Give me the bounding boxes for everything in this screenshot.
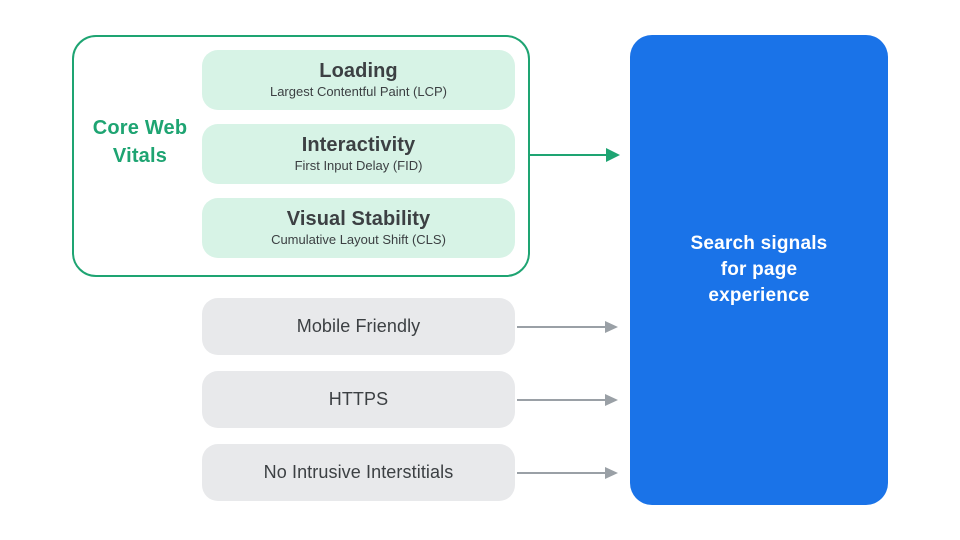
https-arrow-line [517, 399, 606, 401]
vital-loading-subtitle: Largest Contentful Paint (LCP) [269, 84, 448, 99]
no-intrusive-interstitials-arrow-head-icon [605, 467, 618, 479]
mobile-friendly-arrow-head-icon [605, 321, 618, 333]
core-web-vitals-arrow-line [530, 154, 608, 156]
vital-visual-stability-pill: Visual Stability Cumulative Layout Shift… [202, 198, 515, 258]
signal-https-label: HTTPS [328, 389, 389, 409]
vital-visual-stability-subtitle: Cumulative Layout Shift (CLS) [271, 232, 446, 247]
search-signals-result-box: Search signals for page experience [630, 35, 888, 505]
signal-mobile-friendly-pill: Mobile Friendly [202, 298, 515, 355]
vital-visual-stability-title: Visual Stability [286, 208, 431, 230]
vital-interactivity-title: Interactivity [301, 134, 416, 156]
signal-mobile-friendly-label: Mobile Friendly [296, 316, 421, 336]
core-web-vitals-label: Core Web Vitals [92, 117, 188, 167]
signal-no-intrusive-interstitials-label: No Intrusive Interstitials [263, 462, 454, 482]
vital-loading-pill: Loading Largest Contentful Paint (LCP) [202, 50, 515, 110]
https-arrow-head-icon [605, 394, 618, 406]
vital-interactivity-subtitle: First Input Delay (FID) [294, 158, 423, 173]
no-intrusive-interstitials-arrow-line [517, 472, 606, 474]
signal-https-pill: HTTPS [202, 371, 515, 428]
search-signals-result-label: Search signals for page experience [690, 233, 828, 306]
vital-loading-title: Loading [319, 60, 398, 82]
mobile-friendly-arrow-line [517, 326, 606, 328]
vital-interactivity-pill: Interactivity First Input Delay (FID) [202, 124, 515, 184]
signal-no-intrusive-interstitials-pill: No Intrusive Interstitials [202, 444, 515, 501]
core-web-vitals-arrow-head-icon [606, 148, 620, 162]
